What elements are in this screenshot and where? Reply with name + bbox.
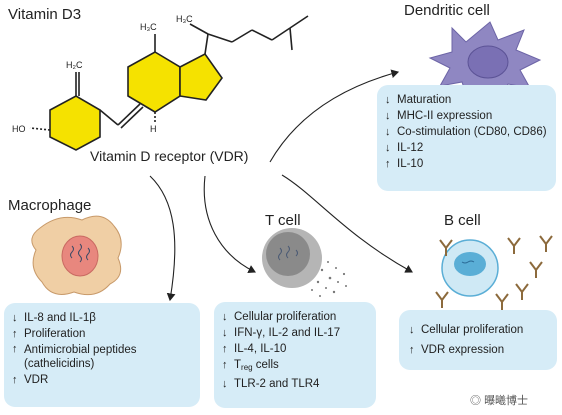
ring-d [179,52,223,101]
macrophage-effect-item: ↑Antimicrobial peptides (cathelicidins) [12,343,137,370]
vitamin-d3-title: Vitamin D3 [8,6,82,23]
antibodies [435,235,553,310]
h3c-label: H₃C [140,22,157,32]
h-label: H [150,124,157,134]
ring-a [49,95,101,151]
arrow-to-dendritic [269,69,400,163]
macrophage-effect-item: ↑Proliferation [12,328,86,340]
tcell-illustration [262,228,347,297]
h3c-label-2: H₃C [176,14,193,24]
tcell-effects-box: ↓Cellular proliferation ↓IFN-γ, IL-2 and… [214,302,376,408]
arrow-icon: ↑ [409,344,415,356]
dendritic-cell-title: Dendritic cell [404,2,490,19]
macrophage-title: Macrophage [8,197,92,214]
arrow-icon: ↓ [222,311,228,323]
macrophage-effect-item: ↓IL-8 and IL-1β [12,312,96,324]
arrow-icon: ↑ [12,343,18,355]
bcell-title: B cell [444,212,481,229]
bcell-effect-item: ↓Cellular proliferation [409,320,557,340]
arrow-icon: ↓ [409,324,415,336]
bcell-effects-box: ↓Cellular proliferation ↑VDR expression [399,310,557,370]
dendritic-effect-item: ↓Maturation [385,94,452,106]
watermark-text: 曝曦博士 [484,395,529,407]
dendritic-effect-item: ↓MHC-II expression [385,110,493,122]
dendritic-effect-item: ↑IL-10 [385,158,424,170]
vdr-label: Vitamin D receptor (VDR) [90,148,249,164]
tcell-effect-item: ↑IL-4, IL-10 [222,343,287,355]
ho-label: HO [12,124,26,134]
dendritic-cell-illustration [428,21,542,101]
h2c-label: H₂C [66,60,83,70]
ring-c [127,51,181,113]
tcell-effect-item: ↑Treg cells [222,359,279,372]
macrophage-illustration [31,215,122,296]
macrophage-effects-box: ↓IL-8 and IL-1β ↑Proliferation ↑Antimicr… [4,303,200,407]
arrow-to-tcell [203,175,256,274]
arrow-icon: ↑ [12,328,18,340]
arrow-to-macrophage [149,175,176,302]
arrow-icon: ↓ [12,312,18,324]
arrow-icon: ↓ [385,126,391,138]
bcell-illustration [441,239,499,297]
vitamin-d3-structure [29,15,309,151]
dendritic-effects-box: ↓Maturation ↓MHC-II expression ↓Co-stimu… [377,85,556,191]
dendritic-effect-item: ↓Co-stimulation (CD80, CD86) [385,126,547,138]
arrow-icon: ↑ [222,359,228,371]
arrow-icon: ↑ [12,374,18,386]
arrow-icon: ↓ [222,327,228,339]
arrow-icon: ↓ [385,110,391,122]
arrow-icon: ↑ [222,343,228,355]
watermark: ◎ 曝曦博士 [470,392,528,408]
arrow-icon: ↑ [385,158,391,170]
dendritic-effect-item: ↓IL-12 [385,142,424,154]
tcell-effect-item: ↓IFN-γ, IL-2 and IL-17 [222,327,341,339]
tcell-effect-item: ↓Cellular proliferation [222,311,337,323]
arrow-icon: ↓ [222,378,228,390]
bcell-effect-item: ↑VDR expression [409,340,557,360]
wechat-icon: ◎ [470,395,481,407]
arrow-icon: ↓ [385,94,391,106]
macrophage-effect-item: ↑VDR [12,374,49,386]
tcell-effect-item: ↓TLR-2 and TLR4 [222,378,320,390]
arrow-icon: ↓ [385,142,391,154]
arrow-to-bcell [281,174,413,273]
tcell-title: T cell [265,212,301,229]
